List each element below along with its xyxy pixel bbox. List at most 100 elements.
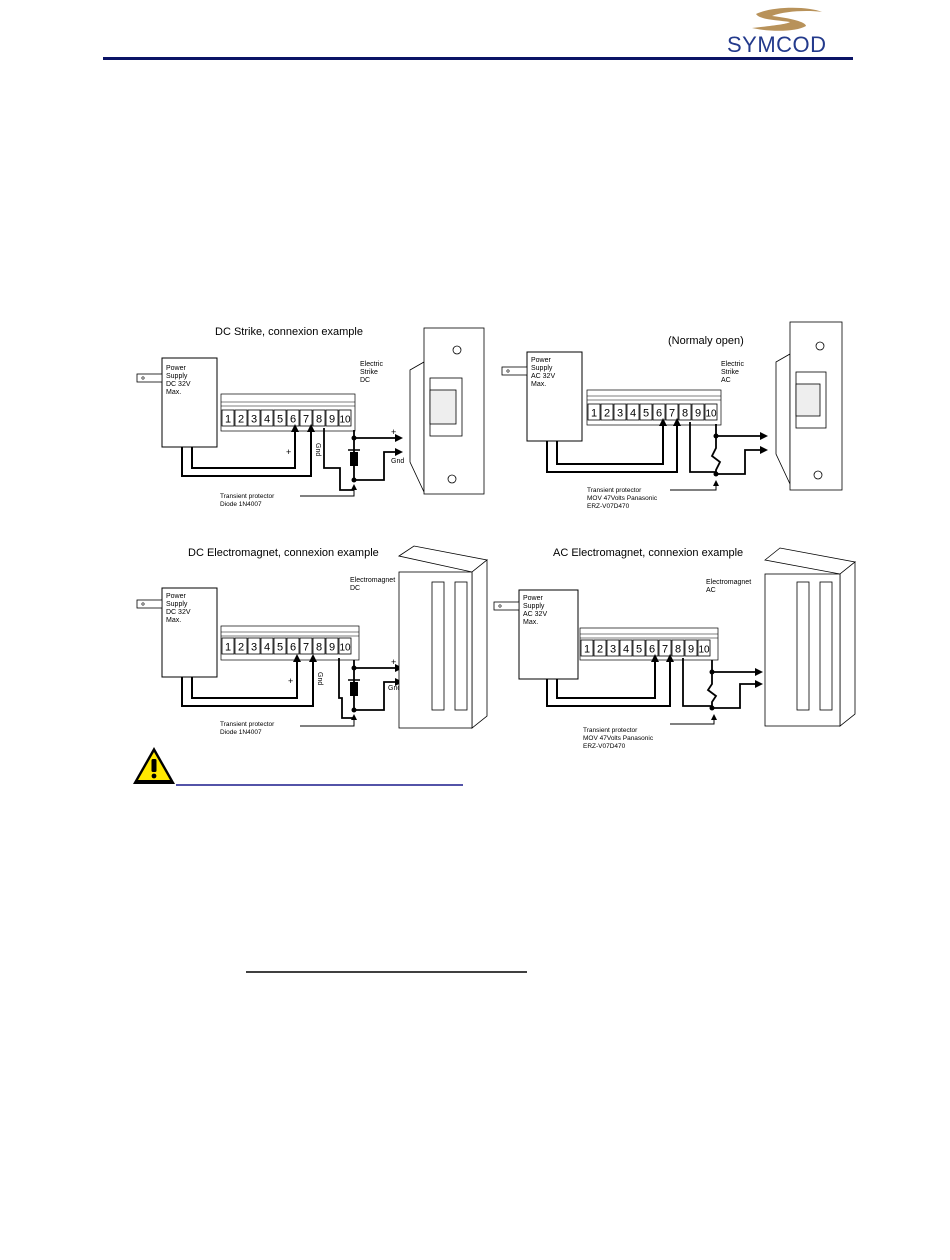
terminal-number: 4 <box>264 414 270 426</box>
terminal-cell <box>338 409 352 427</box>
warning-row <box>133 747 463 786</box>
terminal-cell <box>325 409 339 427</box>
terminal-number: 7 <box>669 408 675 420</box>
header-rule <box>103 57 853 60</box>
arrow-icon <box>309 654 317 662</box>
arrow-icon <box>291 424 299 432</box>
terminal-number: 4 <box>623 644 629 656</box>
device-label: Electric Strike AC <box>721 361 746 384</box>
terminal-cell <box>273 409 287 427</box>
arrow-icon <box>395 448 403 456</box>
arrow-icon <box>395 434 403 442</box>
terminal-number: 6 <box>290 642 296 654</box>
terminal-number: 2 <box>238 642 244 654</box>
terminal-cell <box>645 639 659 657</box>
terminal-cell <box>626 403 640 421</box>
supply-label: Power Supply DC 32V Max. <box>166 365 192 396</box>
dc-strike-diagram: DC Strike, connexion example Power Suppl… <box>136 326 485 508</box>
terminal-number: 6 <box>649 644 655 656</box>
power-supply-box <box>518 589 579 680</box>
terminal-number: 2 <box>604 408 610 420</box>
terminal-cell <box>678 403 692 421</box>
terminal-number: 10 <box>698 645 710 656</box>
ac-strike-diagram: (Normaly open) Power Supply AC 32V Max. … <box>501 321 843 510</box>
terminal-cell <box>619 639 633 657</box>
arrow-icon <box>760 446 768 454</box>
terminal-cell <box>606 639 620 657</box>
terminal-number: 3 <box>617 408 623 420</box>
terminal-number: 2 <box>597 644 603 656</box>
diagram-title: (Normaly open) <box>668 335 744 347</box>
output-wires <box>689 422 760 475</box>
terminal-number: 9 <box>329 414 335 426</box>
terminal-cell <box>247 409 261 427</box>
power-supply-box <box>161 357 218 448</box>
dc-electromagnet-diagram: DC Electromagnet, connexion example Powe… <box>136 545 488 736</box>
terminal-cell <box>580 639 594 657</box>
output-gnd-label: Gnd <box>391 458 404 465</box>
output-wires <box>338 658 395 719</box>
terminal-number: 5 <box>643 408 649 420</box>
terminal-cell <box>658 639 672 657</box>
terminal-cell <box>691 403 705 421</box>
plus-label: + <box>288 676 293 686</box>
terminal-number: 8 <box>675 644 681 656</box>
output-wires <box>323 428 395 491</box>
terminal-cell <box>260 637 274 655</box>
output-wires <box>682 658 755 709</box>
terminal-number: 8 <box>316 642 322 654</box>
logo-text: SYMCOD <box>727 32 827 57</box>
arrow-icon <box>307 424 315 432</box>
arrow-icon <box>755 680 763 688</box>
ac-electromagnet-diagram: AC Electromagnet, connexion example Powe… <box>493 547 856 750</box>
terminal-cell <box>697 639 711 657</box>
terminal-cell <box>286 409 300 427</box>
supply-wires <box>181 428 312 477</box>
terminal-number: 7 <box>303 642 309 654</box>
terminal-cell <box>312 637 326 655</box>
terminal-number: 1 <box>591 408 597 420</box>
terminal-number: 10 <box>339 415 351 426</box>
terminal-cell <box>639 403 653 421</box>
terminal-number: 9 <box>329 642 335 654</box>
terminal-number: 6 <box>290 414 296 426</box>
terminal-cell <box>312 409 326 427</box>
terminal-number: 2 <box>238 414 244 426</box>
supply-plug-icon <box>136 373 163 383</box>
output-gnd-label: Gnd <box>388 685 401 692</box>
supply-plug-icon <box>501 366 528 376</box>
terminal-number: 10 <box>339 643 351 654</box>
electromagnet-icon <box>397 545 488 729</box>
protector-label: Transient protector Diode 1N4007 <box>220 721 276 736</box>
supply-label: Power Supply AC 32V Max. <box>523 595 549 626</box>
diode-icon <box>350 452 358 466</box>
device-label: Electric Strike DC <box>360 361 385 384</box>
terminal-number: 3 <box>251 414 257 426</box>
terminal-number: 3 <box>251 642 257 654</box>
warning-icon <box>133 747 175 784</box>
terminal-number: 8 <box>316 414 322 426</box>
terminal-number: 10 <box>705 409 717 420</box>
terminal-number: 4 <box>630 408 636 420</box>
terminal-number: 1 <box>225 414 231 426</box>
supply-label: Power Supply DC 32V Max. <box>166 593 192 624</box>
terminal-cell <box>665 403 679 421</box>
terminal-number: 8 <box>682 408 688 420</box>
terminal-cell <box>593 639 607 657</box>
output-plus-label: + <box>391 657 396 667</box>
terminal-cell <box>632 639 646 657</box>
terminal-cell <box>286 637 300 655</box>
protector-label: Transient protector MOV 47Volts Panasoni… <box>583 727 655 750</box>
terminal-cell <box>247 637 261 655</box>
device-label: Electromagnet AC <box>706 579 753 594</box>
terminal-cell <box>338 637 352 655</box>
terminal-cell <box>325 637 339 655</box>
diagram-title: DC Electromagnet, connexion example <box>188 547 379 559</box>
terminal-number: 7 <box>662 644 668 656</box>
electric-strike-icon <box>409 327 485 495</box>
supply-wires <box>546 658 671 707</box>
power-supply-box <box>526 351 583 442</box>
supply-wires <box>546 422 678 473</box>
terminal-cell <box>273 637 287 655</box>
logo-swoosh-icon <box>752 7 822 31</box>
